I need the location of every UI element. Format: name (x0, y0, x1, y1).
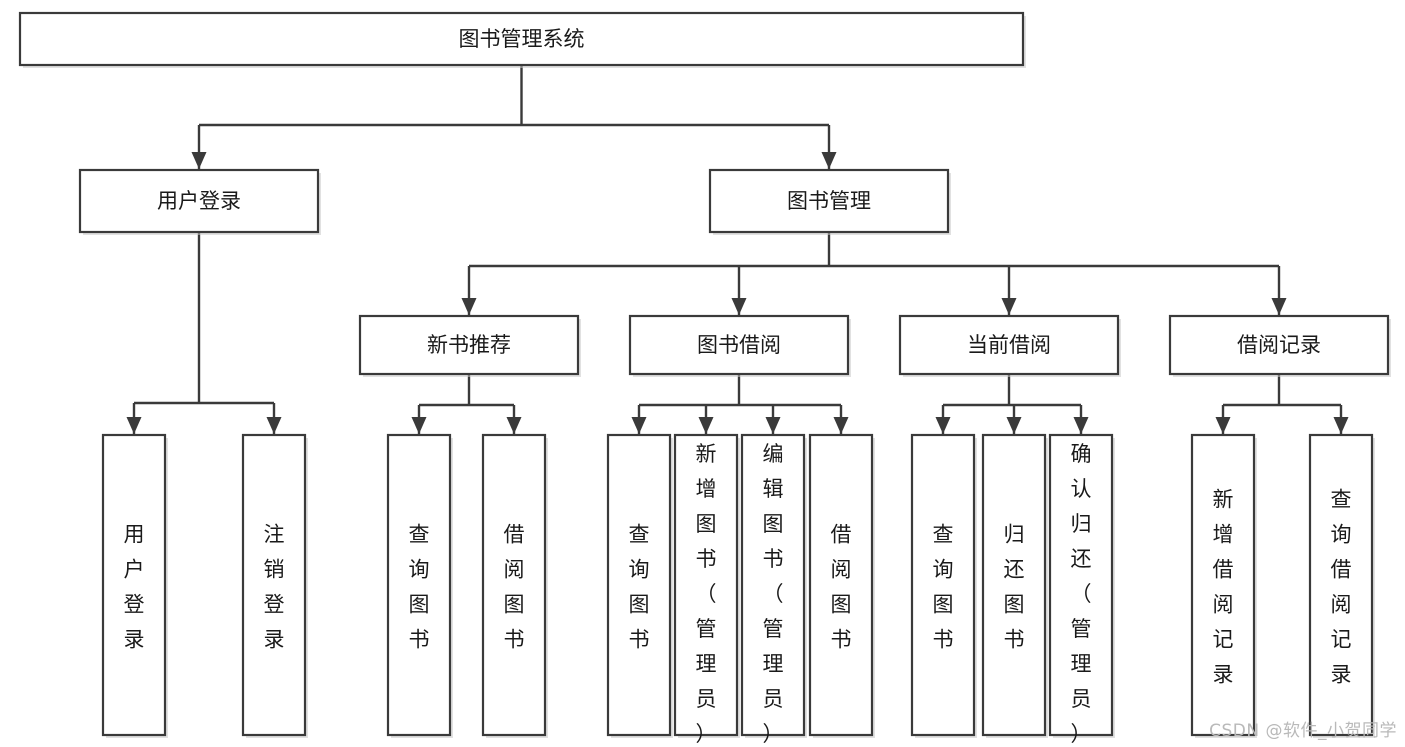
node-borrow-borrow-book[interactable]: 借阅图书 (808, 433, 875, 738)
arrow-head-icon (266, 417, 282, 434)
watermark-label: CSDN @软件_小贺同学 (1209, 721, 1397, 741)
arrow-head-icon (1333, 417, 1349, 434)
node-current-confirm-return[interactable]: 确认归还（管理员） (1048, 433, 1115, 746)
node-box (673, 433, 739, 737)
node-box (808, 433, 874, 737)
arrow-head-icon (1006, 417, 1022, 434)
node-box (1048, 433, 1114, 737)
arrow-head-icon (461, 298, 477, 315)
node-label: 新增借阅记录 (1213, 487, 1234, 686)
node-box (18, 11, 1025, 67)
node-label: 借阅图书 (831, 522, 852, 651)
node-box (386, 433, 452, 737)
node-box (358, 314, 580, 376)
arrow-head-icon (731, 298, 747, 315)
arrow-head-icon (1271, 298, 1287, 315)
node-box (708, 168, 950, 234)
arrow-head-icon (1001, 298, 1017, 315)
node-current-borrow[interactable]: 当前借阅 (898, 314, 1121, 377)
node-label: 借阅图书 (504, 522, 525, 651)
node-box (898, 314, 1120, 376)
node-box (481, 433, 547, 737)
arrow-head-icon (935, 417, 951, 434)
node-borrow-edit-book[interactable]: 编辑图书（管理员） (740, 433, 807, 746)
node-box (1190, 433, 1256, 737)
arrow-head-icon (631, 417, 647, 434)
node-box (606, 433, 672, 737)
node-user-logout[interactable]: 注销登录 (241, 433, 308, 738)
node-recommend-query-book[interactable]: 查询图书 (386, 433, 453, 738)
node-user-login-do[interactable]: 用户登录 (101, 433, 168, 738)
node-book-management[interactable]: 图书管理 (708, 168, 951, 235)
node-label: 归还图书 (1004, 522, 1025, 651)
node-borrow-query-book[interactable]: 查询图书 (606, 433, 673, 738)
node-label: 查询借阅记录 (1331, 487, 1352, 686)
node-label: 确认归还（管理员） (1071, 442, 1092, 746)
node-box (628, 314, 850, 376)
node-label: 用户登录 (124, 522, 145, 651)
node-box (910, 433, 976, 737)
arrow-head-icon (698, 417, 714, 434)
node-box (740, 433, 806, 737)
node-borrow-record[interactable]: 借阅记录 (1168, 314, 1391, 377)
node-label: 借阅记录 (1237, 333, 1321, 357)
arrow-head-icon (1215, 417, 1231, 434)
node-current-return-book[interactable]: 归还图书 (981, 433, 1048, 738)
node-box (1168, 314, 1390, 376)
node-label: 图书管理系统 (459, 27, 585, 51)
connector-layer (126, 65, 1349, 434)
node-label: 新增图书（管理员） (696, 442, 717, 746)
node-label: 用户登录 (157, 189, 241, 213)
node-box (1308, 433, 1374, 737)
node-borrow-add-book[interactable]: 新增图书（管理员） (673, 433, 740, 746)
arrow-head-icon (506, 417, 522, 434)
node-layer: 图书管理系统用户登录用户登录注销登录图书管理新书推荐查询图书借阅图书图书借阅查询… (18, 11, 1391, 746)
node-box (101, 433, 167, 737)
node-label: 查询图书 (629, 522, 650, 651)
node-recommend-borrow-book[interactable]: 借阅图书 (481, 433, 548, 738)
node-label: 注销登录 (264, 522, 285, 651)
node-label: 新书推荐 (427, 333, 511, 357)
node-label: 图书借阅 (697, 333, 781, 357)
node-book-borrow[interactable]: 图书借阅 (628, 314, 851, 377)
arrow-head-icon (1073, 417, 1089, 434)
arrow-head-icon (126, 417, 142, 434)
node-label: 查询图书 (933, 522, 954, 651)
arrow-head-icon (411, 417, 427, 434)
arrow-head-icon (821, 152, 837, 169)
node-box (78, 168, 320, 234)
arrow-head-icon (765, 417, 781, 434)
node-label: 查询图书 (409, 522, 430, 651)
node-label: 当前借阅 (967, 333, 1051, 357)
node-box (981, 433, 1047, 737)
node-record-add[interactable]: 新增借阅记录 (1190, 433, 1257, 738)
arrow-head-icon (191, 152, 207, 169)
node-label: 图书管理 (787, 189, 871, 213)
node-record-query[interactable]: 查询借阅记录 (1308, 433, 1375, 738)
node-box (241, 433, 307, 737)
node-new-book-recommend[interactable]: 新书推荐 (358, 314, 581, 377)
arrow-head-icon (833, 417, 849, 434)
node-label: 编辑图书（管理员） (763, 442, 784, 746)
node-root[interactable]: 图书管理系统 (18, 11, 1026, 68)
node-current-query-book[interactable]: 查询图书 (910, 433, 977, 738)
node-user-login[interactable]: 用户登录 (78, 168, 321, 235)
